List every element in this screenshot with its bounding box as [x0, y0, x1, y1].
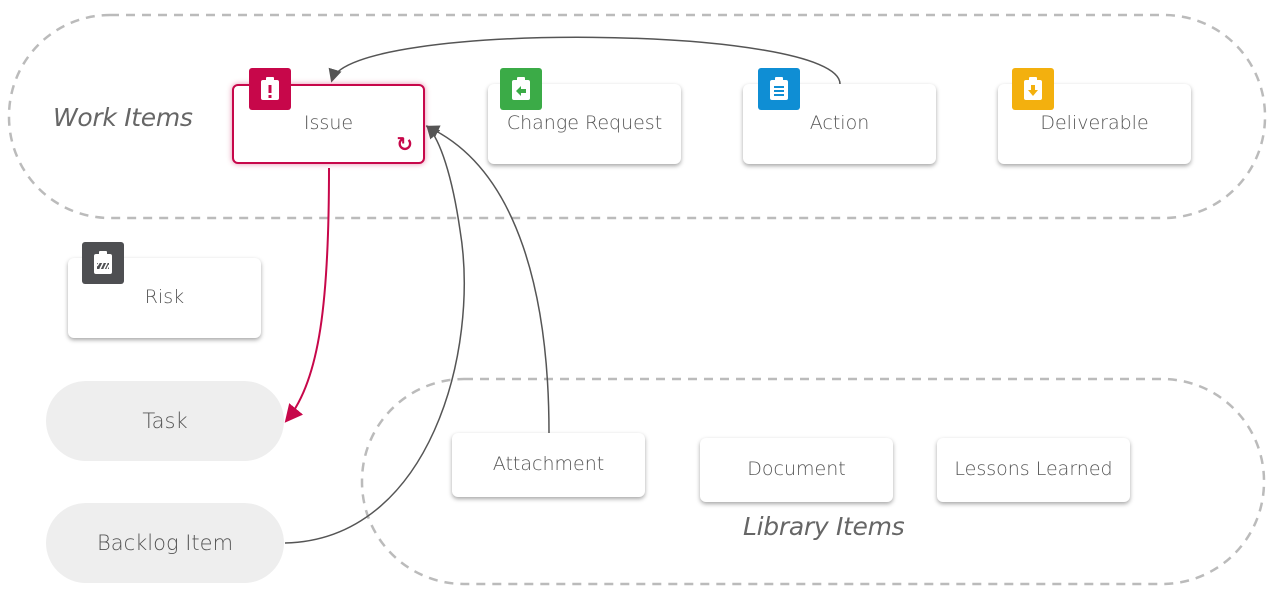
library-items-group-outline: [360, 377, 1266, 586]
risk-card-label: Risk: [144, 286, 185, 308]
lessons-learned-card[interactable]: Lessons Learned: [937, 438, 1130, 502]
change-request-card-label: Change Request: [506, 112, 663, 134]
deliverable-card-label: Deliverable: [1040, 112, 1149, 134]
document-card[interactable]: Document: [700, 438, 893, 502]
issue-card-label: Issue: [303, 112, 354, 134]
library-items-label: Library Items: [743, 512, 905, 541]
attachment-card-label: Attachment: [492, 453, 605, 475]
connector-attachment-to-issue: [425, 125, 550, 434]
work-items-group-outline: [7, 13, 1267, 220]
backlog-item-pill[interactable]: Backlog Item: [46, 503, 284, 583]
alert-clipboard-icon: [249, 68, 291, 110]
list-clipboard-icon: [758, 68, 800, 110]
connector-issue-to-task: [284, 167, 330, 423]
connector-backlog-to-issue: [284, 125, 465, 544]
hazard-clipboard-icon: [82, 242, 124, 284]
work-items-label: Work Items: [53, 103, 193, 132]
connector-action-to-issue: [328, 36, 841, 85]
attachment-card[interactable]: Attachment: [452, 433, 645, 497]
arrow-left-clipboard-icon: [500, 68, 542, 110]
arrow-down-clipboard-icon: [1012, 68, 1054, 110]
document-card-label: Document: [747, 458, 846, 480]
task-pill[interactable]: Task: [46, 381, 284, 461]
lessons-learned-card-label: Lessons Learned: [954, 458, 1113, 480]
refresh-icon[interactable]: ↻: [396, 132, 413, 156]
action-card-label: Action: [809, 112, 870, 134]
